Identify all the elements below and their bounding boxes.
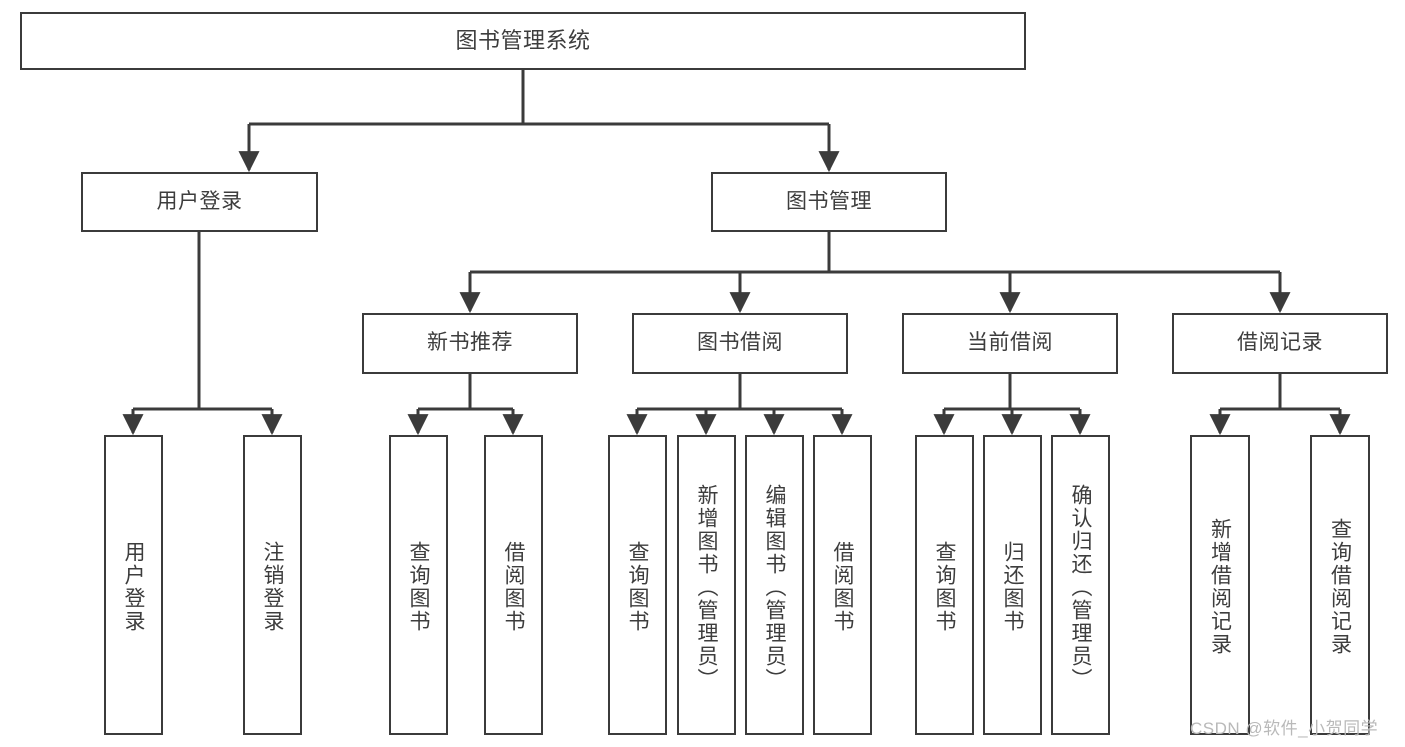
leaf-add-borrow-record[interactable]: 新增借阅记录 <box>1190 435 1250 735</box>
leaf-label: 借阅图书 <box>502 541 525 633</box>
leaf-label: 编辑图书（管理员） <box>763 483 786 691</box>
node-book-management[interactable]: 图书管理 <box>711 172 947 232</box>
node-root-system[interactable]: 图书管理系统 <box>20 12 1026 70</box>
leaf-label: 借阅图书 <box>831 541 854 633</box>
leaf-edit-book-admin[interactable]: 编辑图书（管理员） <box>745 435 804 735</box>
leaf-label: 确认归还（管理员） <box>1069 483 1092 691</box>
leaf-query-book-current[interactable]: 查询图书 <box>915 435 974 735</box>
leaf-label: 用户登录 <box>122 541 145 633</box>
leaf-query-borrow-record[interactable]: 查询借阅记录 <box>1310 435 1370 735</box>
leaf-return-book[interactable]: 归还图书 <box>983 435 1042 735</box>
leaf-label: 注销登录 <box>261 541 284 633</box>
node-book-borrow[interactable]: 图书借阅 <box>632 313 848 374</box>
node-borrow-record[interactable]: 借阅记录 <box>1172 313 1388 374</box>
leaf-add-book-admin[interactable]: 新增图书（管理员） <box>677 435 736 735</box>
leaf-label: 新增图书（管理员） <box>695 483 718 691</box>
leaf-label: 查询借阅记录 <box>1328 518 1352 656</box>
leaf-label: 查询图书 <box>626 541 649 633</box>
leaf-query-book-newbook[interactable]: 查询图书 <box>389 435 448 735</box>
leaf-user-login[interactable]: 用户登录 <box>104 435 163 735</box>
leaf-borrow-book-newbook[interactable]: 借阅图书 <box>484 435 543 735</box>
leaf-label: 查询图书 <box>933 541 956 633</box>
node-user-login[interactable]: 用户登录 <box>81 172 318 232</box>
leaf-query-book-borrow[interactable]: 查询图书 <box>608 435 667 735</box>
leaf-confirm-return-admin[interactable]: 确认归还（管理员） <box>1051 435 1110 735</box>
leaf-borrow-book[interactable]: 借阅图书 <box>813 435 872 735</box>
leaf-logout[interactable]: 注销登录 <box>243 435 302 735</box>
node-current-borrow[interactable]: 当前借阅 <box>902 313 1118 374</box>
node-new-book-recommend[interactable]: 新书推荐 <box>362 313 578 374</box>
leaf-label: 归还图书 <box>1001 541 1024 633</box>
leaf-label: 新增借阅记录 <box>1208 518 1232 656</box>
leaf-label: 查询图书 <box>407 541 430 633</box>
